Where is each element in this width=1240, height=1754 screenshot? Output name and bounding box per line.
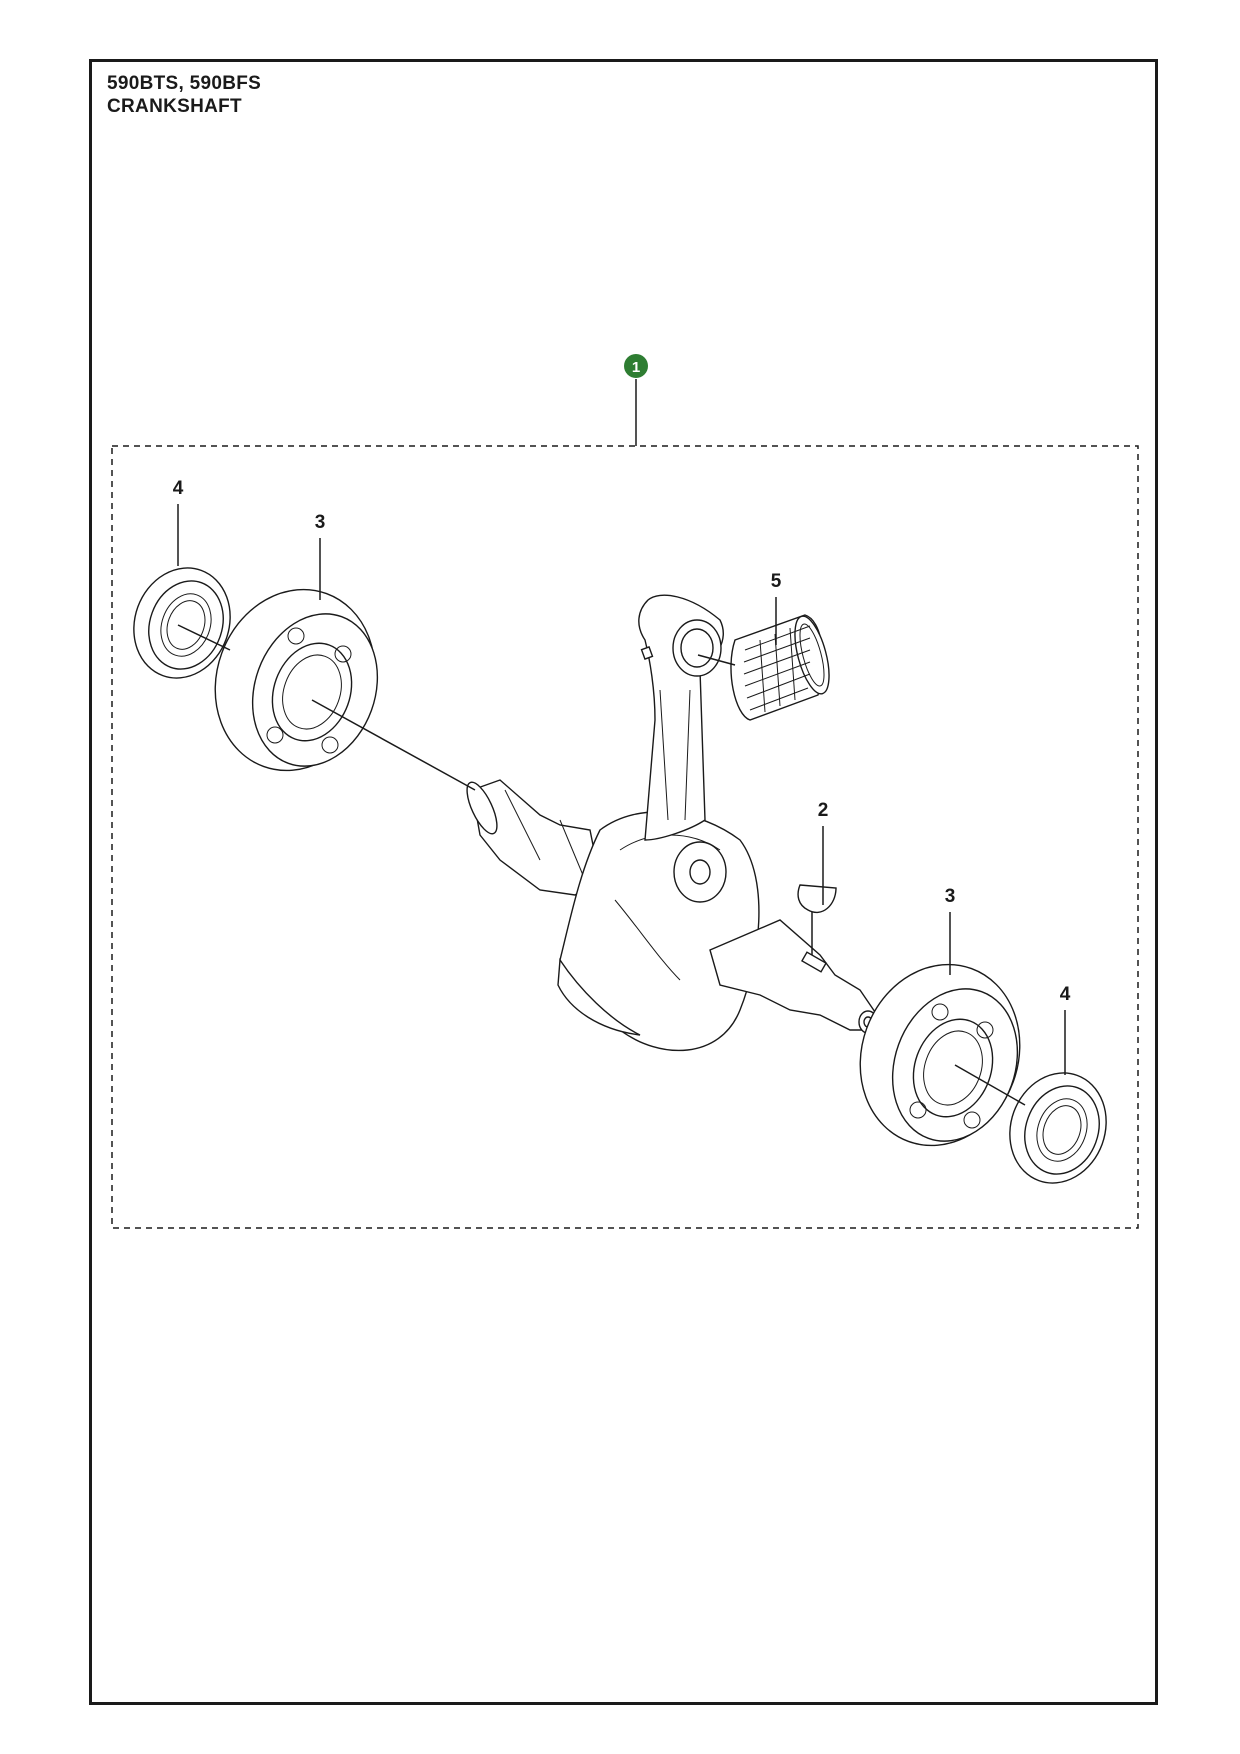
ball-bearing-left (214, 588, 379, 772)
assembly-group-box (111, 445, 1139, 1229)
oil-seal-left (133, 567, 231, 679)
callout-needle-bearing: 5 (771, 571, 782, 592)
callout-labels: 4 3 5 2 3 4 (173, 478, 1071, 1005)
callout-seal-right: 4 (1060, 984, 1071, 1005)
callout-seal-left: 4 (173, 478, 184, 499)
needle-bearing (730, 614, 830, 721)
ball-bearing-right (859, 963, 1021, 1147)
callout-key: 2 (818, 800, 829, 821)
page-title: 590BTS, 590BFS CRANKSHAFT (107, 72, 261, 118)
assembly-badge (624, 354, 648, 378)
callout-bearing-right: 3 (945, 886, 956, 907)
callout-bearing-left: 3 (315, 512, 326, 533)
woodruff-key (797, 884, 837, 914)
assembly-callout: 1 (624, 354, 648, 446)
section-name: CRANKSHAFT (107, 96, 242, 117)
oil-seal-right (1009, 1072, 1107, 1184)
leader-lines (177, 504, 1066, 1106)
crankshaft (466, 779, 878, 1052)
assembly-number: 1 (632, 359, 640, 376)
model-names: 590BTS, 590BFS (107, 73, 262, 94)
page-frame (89, 59, 1158, 1705)
connecting-rod (638, 594, 724, 841)
